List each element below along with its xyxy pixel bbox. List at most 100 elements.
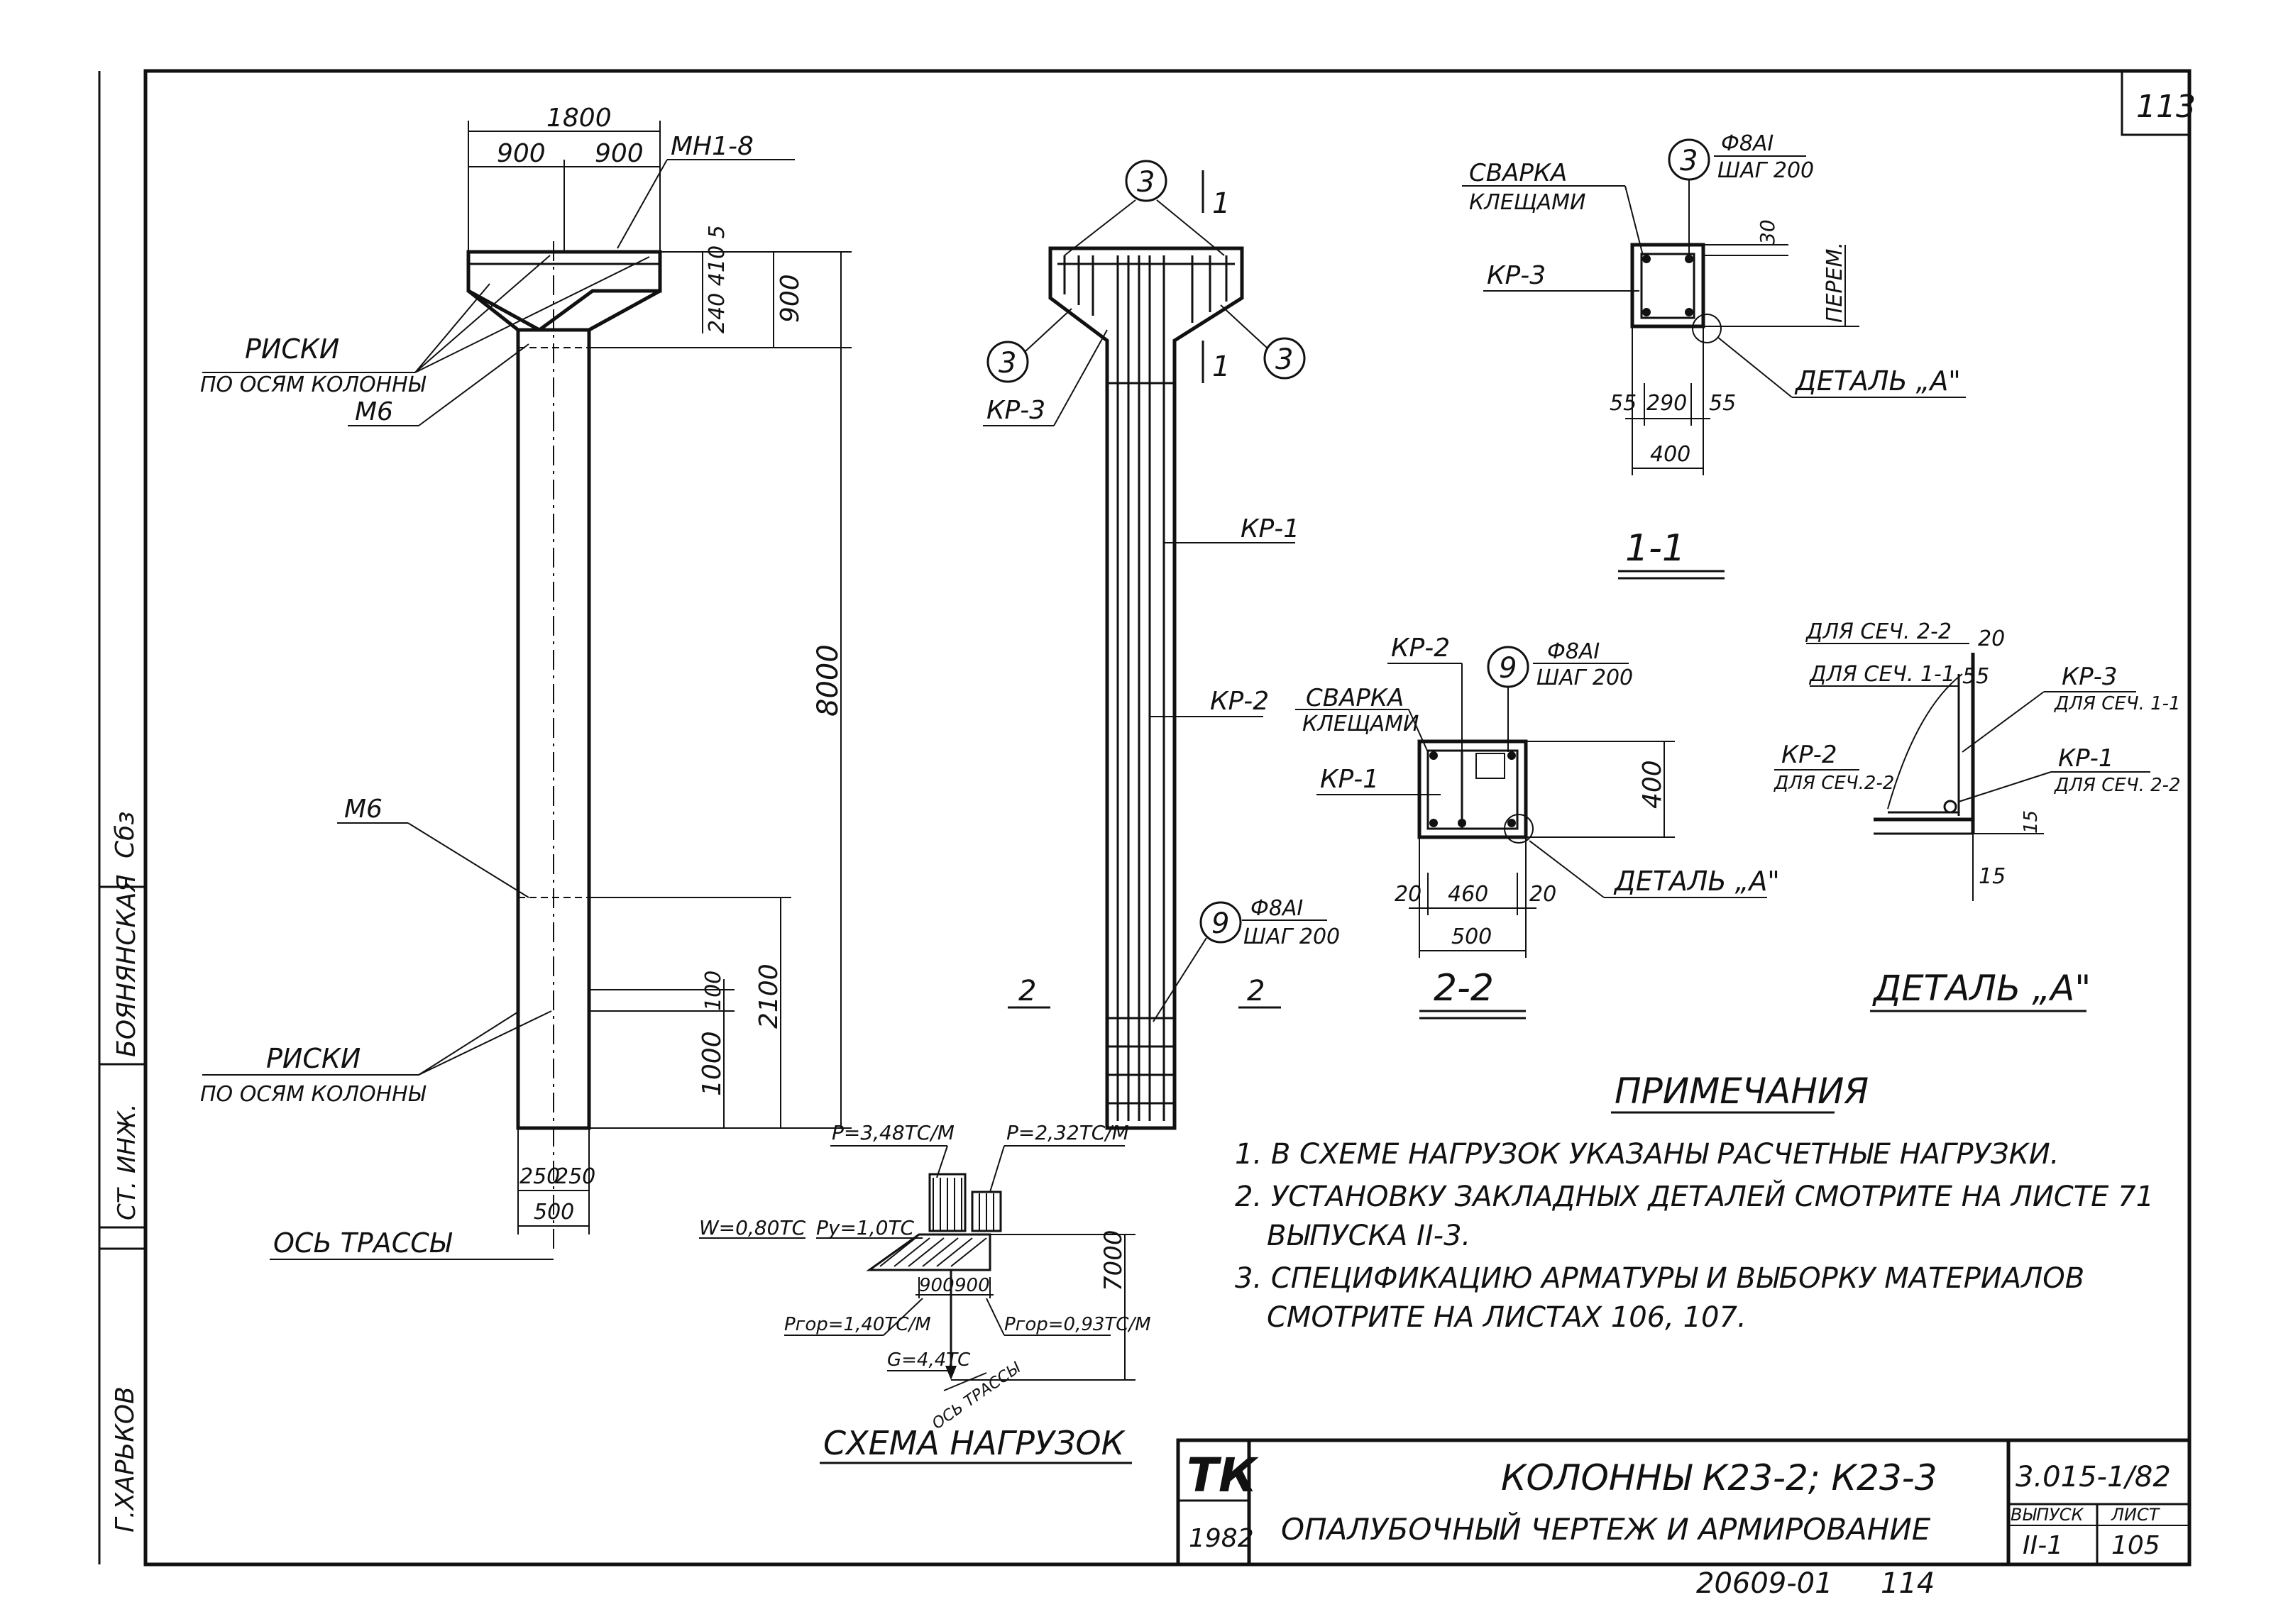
detA-kr3: КР-3 xyxy=(2062,663,2118,691)
detA-for11: ДЛЯ СЕЧ. 1-1 xyxy=(1808,662,1955,687)
s22-bar: Ф8АI xyxy=(1547,639,1600,664)
detA-kr2: КР-2 xyxy=(1781,741,1837,769)
s11-step: ШАГ 200 xyxy=(1717,158,1814,183)
pos-9-step: ШАГ 200 xyxy=(1243,924,1340,949)
detA-for22: ДЛЯ СЕЧ. 2-2 xyxy=(1805,619,1952,644)
s11-bar: Ф8АI xyxy=(1721,131,1774,156)
note-3b: СМОТРИТЕ НА ЛИСТАХ 106, 107. xyxy=(1267,1301,1747,1334)
pos-3-top-circle xyxy=(1125,160,1167,202)
reinforcement-elevation: 3 1 1 3 3 КР-3 КР-1 КР-2 9 Ф8АI ШАГ 200 … xyxy=(983,160,1340,1130)
s22-kr2: КР-2 xyxy=(1391,634,1450,663)
dim-500: 500 xyxy=(534,1200,574,1225)
strip-author: Г.ХАРЬКОВ xyxy=(111,1386,140,1532)
s11-weld: СВАРКА xyxy=(1469,159,1567,187)
ls-p-top-left: Pгор=1,40ТС/М xyxy=(784,1314,931,1335)
ls-title: СХЕМА НАГРУЗОК xyxy=(823,1424,1126,1462)
ls-dim-7000: 7000 xyxy=(1099,1230,1128,1291)
marks-label: РИСКИ xyxy=(245,333,339,365)
tb-title-2: ОПАЛУБОЧНЫЙ ЧЕРТЕЖ И АРМИРОВАНИЕ xyxy=(1281,1511,1931,1547)
detA-dim15a: 15 xyxy=(2020,810,2042,834)
tb-title-1: КОЛОННЫ К23-2; К23-3 xyxy=(1501,1457,1937,1498)
label-kr1: КР-1 xyxy=(1241,514,1299,543)
s22-dim-500: 500 xyxy=(1451,924,1492,949)
column-outline xyxy=(466,250,662,1130)
detA-kr1: КР-1 xyxy=(2058,744,2114,773)
marks-sub-2: ПО ОСЯМ КОЛОННЫ xyxy=(200,1082,427,1107)
s22-dim-20-left: 20 xyxy=(1395,882,1422,907)
tb-archive-page: 114 xyxy=(1881,1567,1935,1600)
s22-dim-400: 400 xyxy=(1638,760,1667,809)
tb-archive: 20609-01 xyxy=(1696,1567,1833,1600)
pos-3-left-circle xyxy=(986,341,1029,383)
s11-dim-400: 400 xyxy=(1650,442,1690,467)
note-3: 3. СПЕЦИФИКАЦИЮ АРМАТУРЫ И ВЫБОРКУ МАТЕР… xyxy=(1235,1262,2084,1295)
dim-2100: 2100 xyxy=(754,963,783,1029)
s11-detail: ДЕТАЛЬ „А" xyxy=(1794,365,1961,397)
section-mark-1a: 1 xyxy=(1212,187,1230,220)
detA-dim20: 20 xyxy=(1978,626,2005,651)
strip-checker: БОЯНЯНСКАЯ xyxy=(112,874,141,1057)
tb-code: 3.015-1/82 xyxy=(2016,1461,2171,1493)
ls-p-right: P=2,32ТС/М xyxy=(1006,1121,1129,1144)
dim-900-height: 900 xyxy=(776,274,805,323)
s11-dim-290: 290 xyxy=(1646,391,1687,416)
pos-9-circle xyxy=(1199,901,1242,944)
section-2-2: КР-2 9 Ф8АI ШАГ 200 СВАРКА КЛЕЩАМИ КР-1 … xyxy=(1295,634,1780,1020)
s22-dim-20-right: 20 xyxy=(1529,882,1556,907)
dim-900-left: 900 xyxy=(497,139,546,168)
label-m6-top: М6 xyxy=(355,397,393,426)
detA-dim55: 55 xyxy=(1962,664,1989,689)
ls-py: Pу=1,0ТС xyxy=(816,1216,915,1239)
s11-weld-sub: КЛЕЩАМИ xyxy=(1469,190,1585,215)
detA-title: ДЕТАЛЬ „А" xyxy=(1872,968,2091,1009)
section-mark-2b: 2 xyxy=(1247,975,1265,1007)
tb-sheet-label: ЛИСТ xyxy=(2111,1505,2161,1525)
s22-dim-460: 460 xyxy=(1448,882,1488,907)
s22-weld-sub: КЛЕЩАМИ xyxy=(1302,712,1419,736)
label-m6-mid: М6 xyxy=(344,795,383,824)
title-block: ТК 1982 КОЛОННЫ К23-2; К23-3 ОПАЛУБОЧНЫЙ… xyxy=(1176,1438,2192,1600)
axis-label: ОСЬ ТРАССЫ xyxy=(273,1227,453,1259)
s11-pos: 3 xyxy=(1680,145,1698,177)
dim-1800: 1800 xyxy=(546,104,612,133)
tb-sheet: 105 xyxy=(2111,1531,2160,1560)
tb-logo: ТК xyxy=(1187,1448,1259,1503)
marks-label-2: РИСКИ xyxy=(266,1043,361,1074)
s11-dim-30: 30 xyxy=(1756,219,1779,245)
s22-kr1: КР-1 xyxy=(1320,765,1379,794)
label-mn1-8: МН1-8 xyxy=(671,132,754,161)
ls-p-left: P=3,48ТС/М xyxy=(832,1121,955,1144)
sheet-frame: Сбз БОЯНЯНСКАЯ СТ. ИНЖ. Г.ХАРЬКОВ 113 xyxy=(98,69,2196,1567)
note-2b: ВЫПУСКА II-3. xyxy=(1267,1220,1470,1252)
section-2-2-outline xyxy=(1417,739,1528,839)
detA-kr2-sub: ДЛЯ СЕЧ.2-2 xyxy=(1774,773,1894,794)
rebar-column-outline xyxy=(1048,246,1244,1130)
pos-9-bar: Ф8АI xyxy=(1250,896,1303,921)
marks-sub: ПО ОСЯМ КОЛОННЫ xyxy=(200,372,427,397)
pos-3-right: 3 xyxy=(1275,343,1293,376)
s22-detail: ДЕТАЛЬ „А" xyxy=(1613,866,1780,897)
dim-250-left: 250 xyxy=(519,1164,560,1189)
pos-9: 9 xyxy=(1211,907,1229,940)
s11-dim-55-left: 55 xyxy=(1610,391,1637,416)
ls-g: G=4,4ТС xyxy=(887,1349,971,1371)
label-kr3: КР-3 xyxy=(986,396,1045,425)
s22-pos: 9 xyxy=(1499,652,1517,685)
dim-250-right: 250 xyxy=(555,1164,595,1189)
ls-p-top-right: Pгор=0,93ТС/М xyxy=(1004,1314,1151,1335)
s11-dim-55-right: 55 xyxy=(1709,391,1736,416)
detA-dim15b: 15 xyxy=(1979,864,2006,889)
section-mark-1b: 1 xyxy=(1212,350,1230,383)
strip-signature: Сбз xyxy=(111,812,140,858)
note-1: 1. В СХЕМЕ НАГРУЗОК УКАЗАНЫ РАСЧЕТНЫЕ НА… xyxy=(1235,1138,2060,1171)
s11-title: 1-1 xyxy=(1625,527,1686,570)
s22-weld: СВАРКА xyxy=(1306,684,1404,712)
detail-a: ДЛЯ СЕЧ. 2-2 20 ДЛЯ СЕЧ. 1-1 55 КР-3 ДЛЯ… xyxy=(1774,619,2181,1012)
detA-kr3-sub: ДЛЯ СЕЧ. 1-1 xyxy=(2054,693,2181,714)
tb-issue: II-1 xyxy=(2023,1531,2063,1560)
label-kr2: КР-2 xyxy=(1210,687,1269,716)
ls-dim-900a: 900 xyxy=(919,1275,955,1296)
load-scheme: P=3,48ТС/М P=2,32ТС/М W=0,80ТС Pу=1,0ТС … xyxy=(699,1121,1151,1464)
pos-3-left: 3 xyxy=(999,347,1016,380)
